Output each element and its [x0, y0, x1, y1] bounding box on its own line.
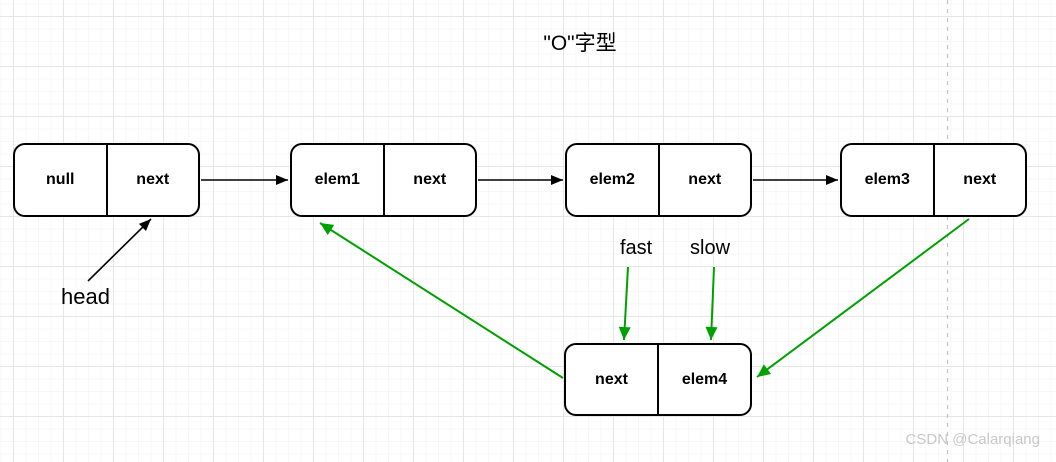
node-elem2: elem2 next — [565, 143, 752, 217]
node-elem2-next-cell: next — [688, 171, 722, 188]
arrow-head-pointer — [87, 218, 152, 282]
fast-pointer-label: fast — [620, 237, 653, 259]
node-elem4: next elem4 — [564, 343, 752, 416]
node-elem2-data-cell: elem2 — [567, 145, 660, 215]
node-elem3-next-cell: next — [963, 171, 997, 188]
arrow-elem3-to-elem4 — [756, 218, 970, 378]
node-elem3: elem3 next — [840, 143, 1027, 217]
csdn-watermark: CSDN @Calarqiang — [905, 431, 1040, 448]
arrow-elem4-to-elem1 — [319, 222, 564, 379]
node-elem1-next-cell: next — [413, 171, 447, 188]
diagram-title: "O"字型 — [543, 32, 617, 55]
node-elem1: elem1 next — [290, 143, 477, 217]
node-elem1-data-cell: elem1 — [292, 145, 385, 215]
arrow-fast-pointer — [618, 266, 631, 341]
slow-pointer-label: slow — [690, 237, 731, 259]
node-elem4-data-cell: elem4 — [681, 370, 728, 388]
node-null-data-cell: null — [15, 145, 108, 215]
head-label: head — [61, 284, 110, 309]
node-elem4-next-cell: next — [566, 345, 659, 414]
node-null: null next — [13, 143, 200, 217]
node-elem3-data-cell: elem3 — [842, 145, 935, 215]
node-null-next-cell: next — [136, 171, 170, 188]
arrow-slow-pointer — [705, 266, 718, 341]
